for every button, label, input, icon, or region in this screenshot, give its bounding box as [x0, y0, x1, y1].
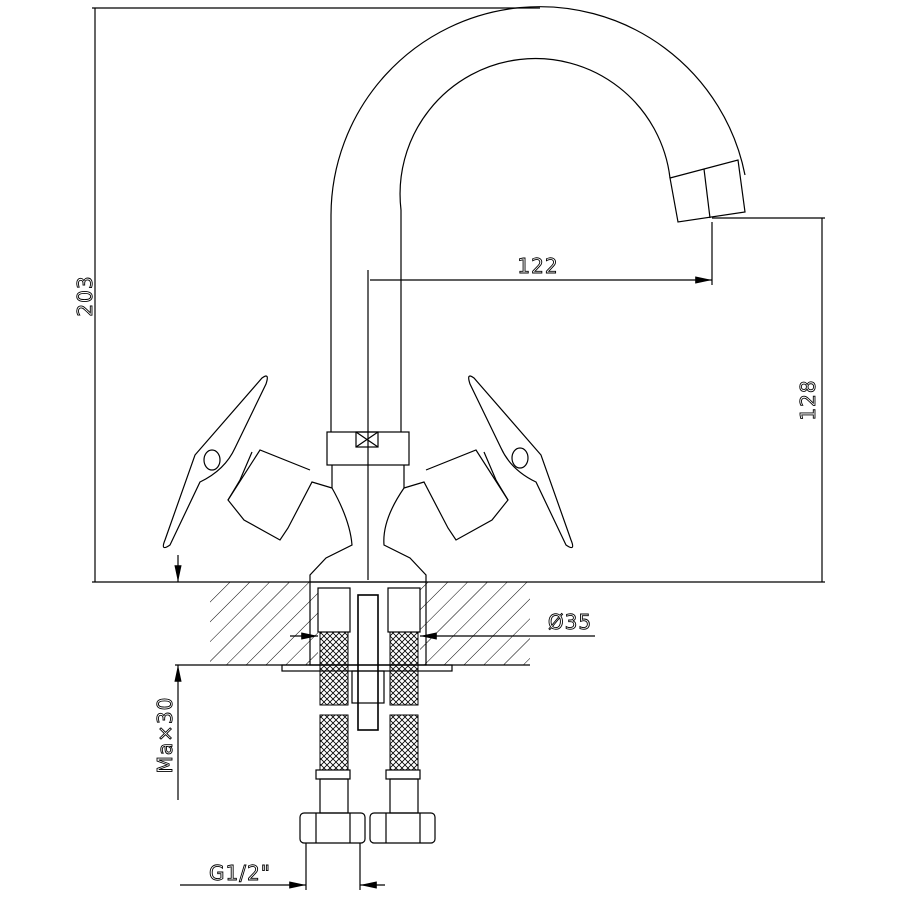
dimension-lines: [92, 7, 825, 890]
supply-hoses: [299, 581, 436, 844]
dim-hole-diameter: Ø35: [548, 610, 592, 634]
dim-total-height: 203: [73, 275, 97, 316]
countertop: [92, 581, 825, 672]
right-handle: [403, 375, 574, 549]
mounting-rod: [351, 594, 385, 731]
spout: [330, 6, 746, 432]
dim-spout-reach: 122: [517, 254, 558, 278]
dim-max-thickness: Ma×30: [153, 697, 177, 774]
left-handle: [162, 375, 333, 549]
dim-spout-height: 128: [796, 379, 820, 420]
dim-thread: G1/2": [209, 861, 271, 885]
